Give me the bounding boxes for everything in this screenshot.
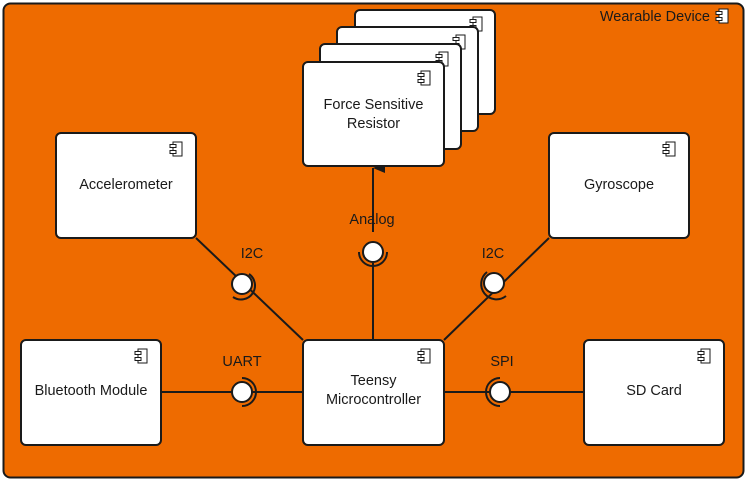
interface-spi[interactable]: SPI	[485, 354, 514, 407]
interface-label: I2C	[241, 246, 264, 262]
lollipop-icon	[231, 381, 253, 403]
accelerometer-label: Accelerometer	[79, 177, 173, 193]
fsr-label-line-2: Resistor	[347, 116, 400, 132]
component-teensy-microcontroller[interactable]: Teensy Microcontroller	[302, 339, 445, 446]
component-sd-card[interactable]: SD Card	[583, 339, 725, 446]
interface-label: SPI	[490, 354, 513, 370]
teensy-label-line-1: Teensy	[351, 373, 398, 389]
interface-i2c-left[interactable]: I2C	[231, 246, 264, 301]
interface-uart[interactable]: UART	[222, 354, 262, 407]
interface-label: I2C	[482, 246, 505, 262]
lollipop-icon	[483, 272, 505, 294]
teensy-label-line-2: Microcontroller	[326, 392, 421, 408]
socket-icon	[241, 377, 257, 407]
lollipop-icon	[231, 273, 253, 295]
fsr-box	[302, 61, 445, 167]
component-bluetooth-module[interactable]: Bluetooth Module	[20, 339, 162, 446]
bluetooth-label: Bluetooth Module	[35, 383, 148, 399]
socket-icon	[485, 377, 501, 407]
sdcard-label: SD Card	[626, 383, 682, 399]
component-accelerometer[interactable]: Accelerometer	[55, 132, 197, 239]
lollipop-icon	[489, 381, 511, 403]
interface-analog[interactable]: Analog	[349, 212, 395, 267]
socket-icon	[480, 271, 507, 301]
interface-label: Analog	[349, 212, 394, 228]
interface-i2c-right[interactable]: I2C	[480, 246, 507, 301]
socket-icon	[358, 251, 388, 267]
gyroscope-label: Gyroscope	[584, 177, 654, 193]
socket-icon	[232, 273, 256, 301]
fsr-label-line-1: Force Sensitive	[324, 97, 424, 113]
interface-label: UART	[222, 354, 261, 370]
component-force-sensitive-resistor[interactable]: Force Sensitive Resistor	[302, 9, 496, 167]
component-gyroscope[interactable]: Gyroscope	[548, 132, 690, 239]
lollipop-icon	[362, 241, 384, 263]
container-title: Wearable Device	[600, 9, 710, 25]
